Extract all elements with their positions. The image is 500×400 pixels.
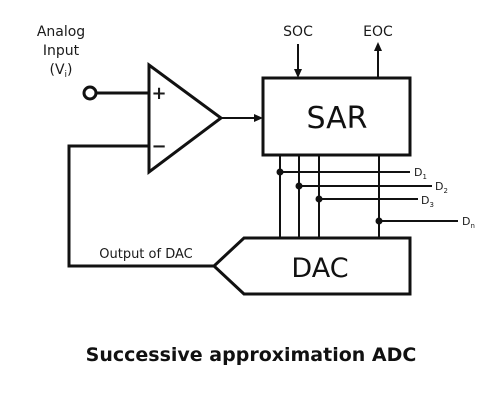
dn-label: Dn [462, 215, 475, 230]
node-d1 [276, 168, 284, 176]
input-label-line2: Input [43, 43, 80, 59]
dac-block [211, 236, 412, 296]
d1-label: D1 [414, 166, 427, 181]
node-d3 [315, 195, 323, 203]
comparator-output-arrow [254, 114, 263, 122]
input-terminal [82, 85, 98, 101]
dac-output-label: Output of DAC [99, 247, 192, 262]
comparator-triangle [147, 62, 224, 175]
input-label-line1: Analog [37, 24, 85, 40]
node-d2 [295, 182, 303, 190]
input-symbol: (Vi) [49, 62, 72, 80]
sar-block [261, 76, 412, 157]
d2-label: D2 [435, 180, 448, 195]
feedback-wire [67, 144, 214, 268]
soc-arrow [294, 69, 302, 78]
plus-sign: + [151, 83, 166, 104]
diagram-caption: Successive approximation ADC [86, 344, 417, 366]
minus-sign: − [151, 136, 166, 157]
dac-label: DAC [291, 253, 348, 284]
soc-label: SOC [283, 24, 313, 40]
eoc-label: EOC [363, 24, 393, 40]
sar-label: SAR [307, 101, 368, 136]
eoc-arrow [374, 42, 382, 51]
node-dn [375, 217, 383, 225]
d3-label: D3 [421, 194, 434, 209]
